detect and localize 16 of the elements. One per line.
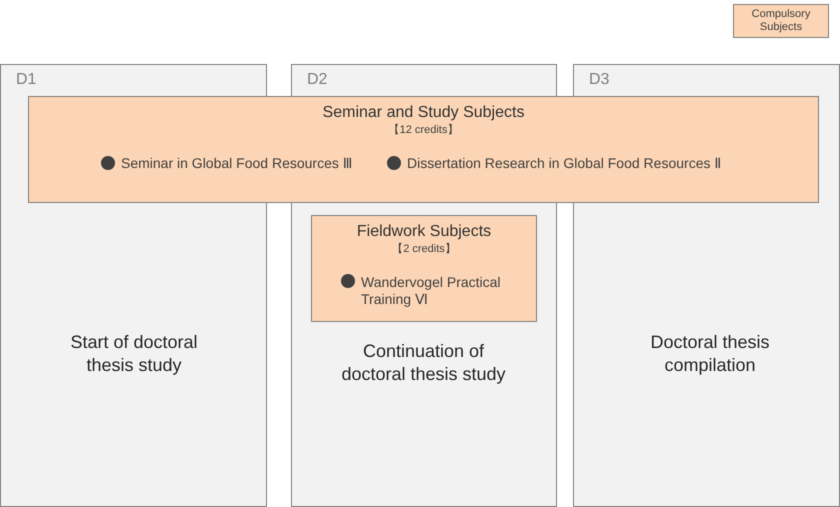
subject-text: Seminar in Global Food Resources Ⅲ <box>121 155 352 171</box>
subject-text: Wandervogel Practical Training Ⅵ <box>361 274 501 307</box>
subject-box <box>28 96 819 203</box>
column-label: D1 <box>16 71 36 88</box>
credits-text: 【2 credits】 <box>392 243 456 255</box>
stage-text: Continuation of doctoral thesis study <box>341 341 506 384</box>
stage-text: Doctoral thesis compilation <box>650 332 770 375</box>
box-title: Seminar and Study Subjects <box>322 104 524 121</box>
credits-text: 【12 credits】 <box>388 124 458 136</box>
subject-box <box>311 215 537 322</box>
legend-text: Compulsory Subjects <box>752 8 810 33</box>
subject-text: Dissertation Research in Global Food Resources Ⅱ <box>407 155 722 171</box>
stage-text: Start of doctoral thesis study <box>70 332 198 375</box>
column-label: D3 <box>589 71 610 88</box>
box-title: Fieldwork Subjects <box>356 223 492 240</box>
column-label: D2 <box>307 71 328 88</box>
